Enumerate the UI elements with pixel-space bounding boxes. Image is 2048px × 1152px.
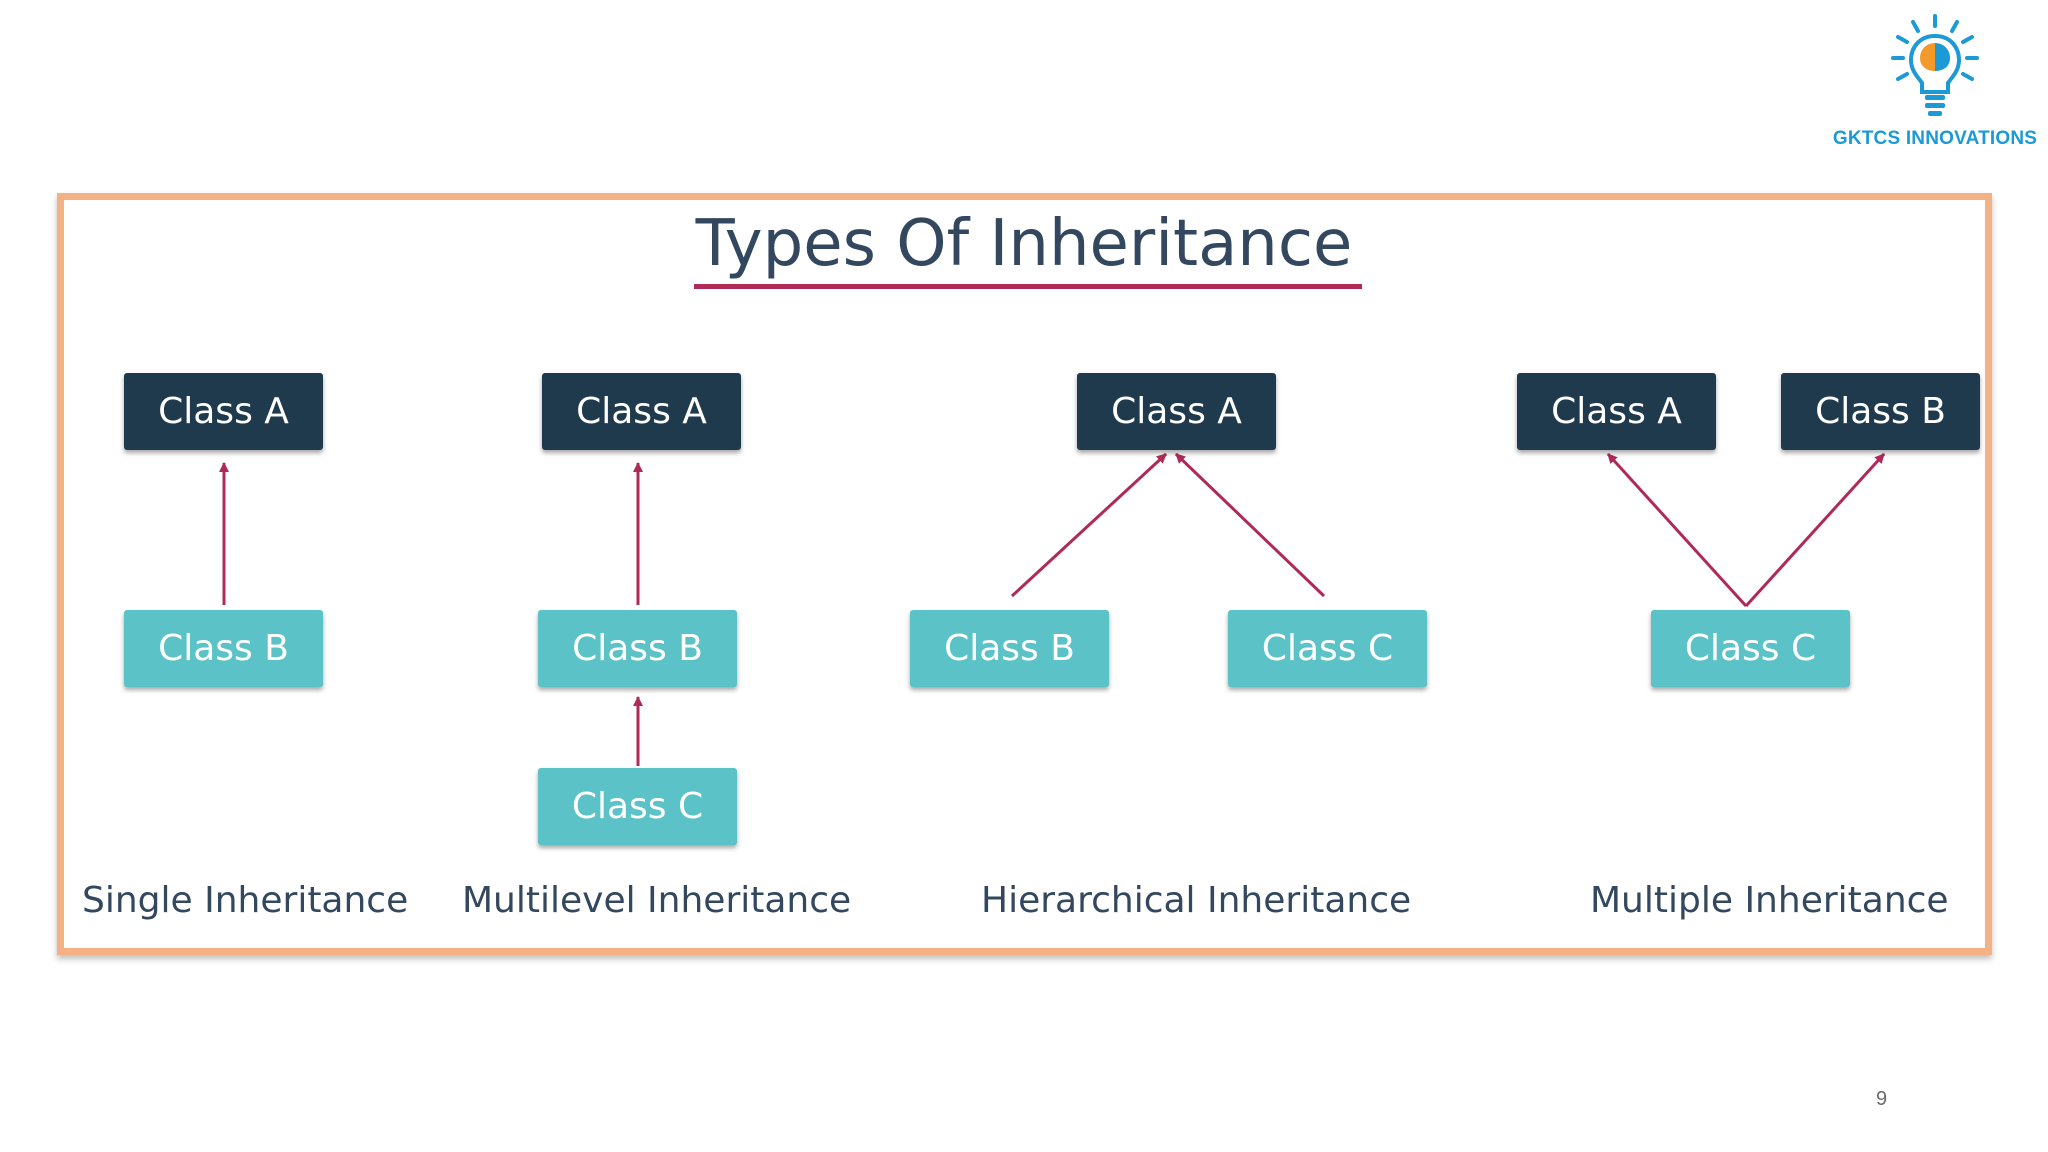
page-number: 9	[1876, 1088, 1888, 1110]
multiple-class-a-box: Class A	[1517, 373, 1716, 450]
brand-logo: GKTCS INNOVATIONS	[1830, 10, 2040, 150]
logo-text: GKTCS INNOVATIONS	[1832, 128, 2038, 149]
hierarchical-arrow-c-to-a	[1174, 452, 1326, 598]
multiple-class-b-box: Class B	[1781, 373, 1980, 450]
single-class-a-box: Class A	[124, 373, 323, 450]
hierarchical-class-b-box: Class B	[910, 610, 1109, 687]
multiple-arrow-c-to-b	[1744, 452, 1886, 608]
multilevel-class-b-box: Class B	[538, 610, 737, 687]
multilevel-class-a-box: Class A	[542, 373, 741, 450]
caption-multilevel-inheritance: Multilevel Inheritance	[462, 880, 852, 921]
caption-single-inheritance: Single Inheritance	[82, 880, 409, 921]
single-class-b-box: Class B	[124, 610, 323, 687]
multilevel-class-c-box: Class C	[538, 768, 737, 845]
multiple-arrow-c-to-a	[1606, 452, 1748, 608]
lightbulb-brain-icon	[1891, 14, 1979, 116]
multiple-class-c-box: Class C	[1651, 610, 1850, 687]
caption-multiple-inheritance: Multiple Inheritance	[1590, 880, 1949, 921]
hierarchical-class-a-box: Class A	[1077, 373, 1276, 450]
caption-hierarchical-inheritance: Hierarchical Inheritance	[981, 880, 1412, 921]
page-title: Types Of Inheritance	[695, 207, 1353, 281]
diagram-frame	[57, 193, 1992, 955]
hierarchical-arrow-b-to-a	[1010, 452, 1168, 598]
hierarchical-class-c-box: Class C	[1228, 610, 1427, 687]
title-underline	[694, 284, 1362, 289]
